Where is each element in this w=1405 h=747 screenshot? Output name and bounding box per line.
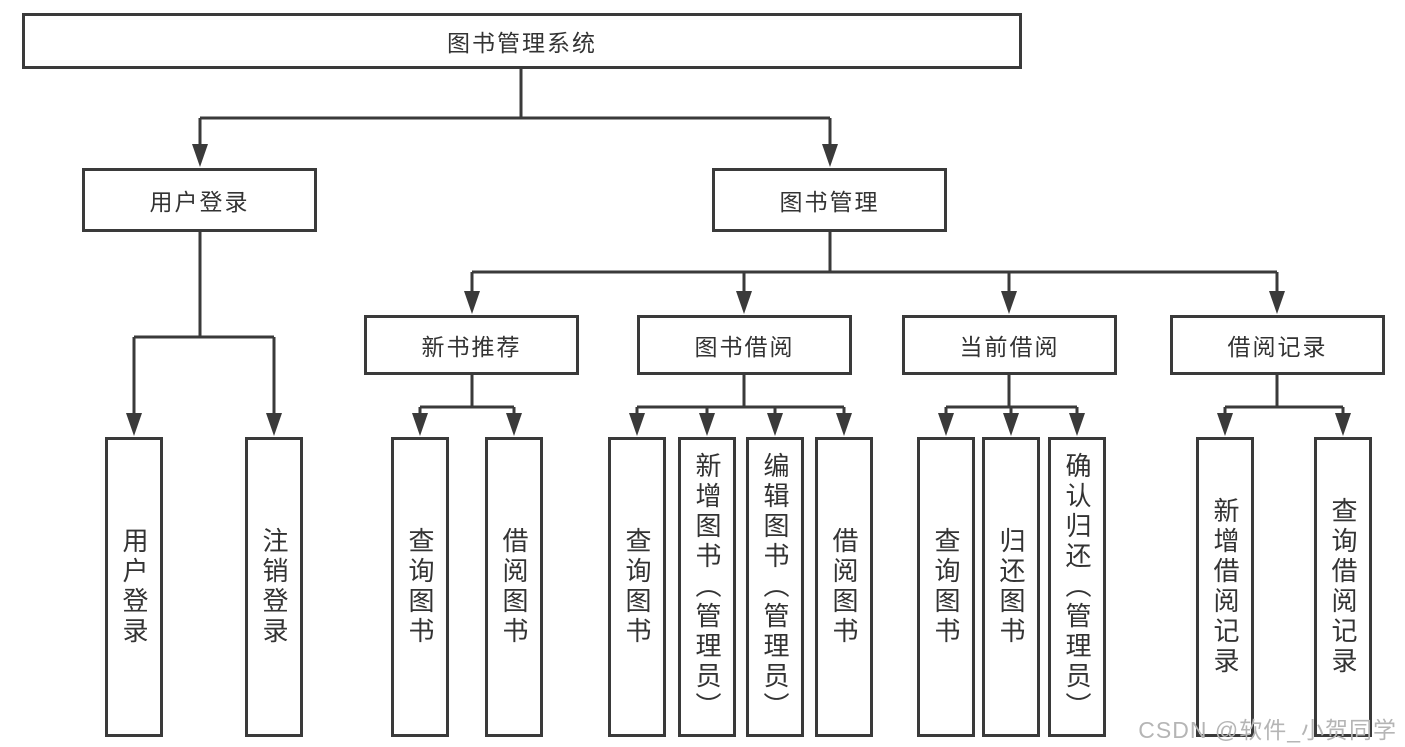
- arrowhead-icon: [412, 413, 428, 436]
- leaf-confirm-return-admin: 确认归还（管理员）: [1048, 437, 1106, 737]
- arrowhead-icon: [1335, 413, 1351, 436]
- leaf-edit-books-admin: 编辑图书（管理员）: [746, 437, 804, 737]
- node-label: 当前借阅: [959, 334, 1060, 360]
- node-label: 查询图书: [931, 527, 961, 647]
- arrowhead-icon: [1001, 291, 1017, 314]
- leaf-query-books-current: 查询图书: [917, 437, 975, 737]
- arrowhead-icon: [1069, 413, 1085, 436]
- node-label: 查询借阅记录: [1328, 497, 1358, 677]
- arrowhead-icon: [822, 144, 838, 167]
- node-label: 借阅记录: [1227, 334, 1328, 360]
- arrowhead-icon: [938, 413, 954, 436]
- arrowhead-icon: [506, 413, 522, 436]
- node-label: 新书推荐: [421, 334, 522, 360]
- arrowhead-icon: [464, 291, 480, 314]
- arrowhead-icon: [836, 413, 852, 436]
- node-label: 查询图书: [622, 527, 652, 647]
- arrowhead-icon: [1217, 413, 1233, 436]
- leaf-add-books-admin: 新增图书（管理员）: [678, 437, 736, 737]
- node-label: 借阅图书: [499, 527, 529, 647]
- connector-new-book-recommendation-children: [412, 375, 522, 436]
- node-current-borrowing: 当前借阅: [902, 315, 1117, 375]
- leaf-borrow-books-recommend: 借阅图书: [485, 437, 543, 737]
- arrowhead-icon: [767, 413, 783, 436]
- connector-book-management-children: [464, 232, 1285, 314]
- node-label: 新增图书（管理员）: [692, 452, 722, 722]
- arrowhead-icon: [192, 144, 208, 167]
- node-label: 确认归还（管理员）: [1062, 452, 1092, 722]
- node-book-management: 图书管理: [712, 168, 947, 232]
- connector-root-to-level2: [192, 68, 838, 167]
- node-label: 新增借阅记录: [1210, 497, 1240, 677]
- node-book-borrowing: 图书借阅: [637, 315, 852, 375]
- connector-book-borrowing-children: [629, 375, 852, 436]
- leaf-query-books-borrowing: 查询图书: [608, 437, 666, 737]
- leaf-borrow-books-borrowing: 借阅图书: [815, 437, 873, 737]
- arrowhead-icon: [126, 413, 142, 436]
- leaf-logout: 注销登录: [245, 437, 303, 737]
- arrowhead-icon: [1003, 413, 1019, 436]
- arrowhead-icon: [266, 413, 282, 436]
- node-label: 编辑图书（管理员）: [760, 452, 790, 722]
- leaf-return-books: 归还图书: [982, 437, 1040, 737]
- connector-borrowing-records-children: [1217, 375, 1351, 436]
- node-label: 查询图书: [405, 527, 435, 647]
- node-label: 用户登录: [149, 189, 250, 215]
- node-label: 注销登录: [259, 527, 289, 647]
- node-borrowing-records: 借阅记录: [1170, 315, 1385, 375]
- node-user-login: 用户登录: [82, 168, 317, 232]
- leaf-query-books-recommend: 查询图书: [391, 437, 449, 737]
- leaf-user-login: 用户登录: [105, 437, 163, 737]
- arrowhead-icon: [736, 291, 752, 314]
- node-root: 图书管理系统: [22, 13, 1022, 69]
- node-label: 图书借阅: [694, 334, 795, 360]
- arrowhead-icon: [1269, 291, 1285, 314]
- arrowhead-icon: [699, 413, 715, 436]
- node-label: 图书管理系统: [447, 30, 597, 56]
- node-label: 借阅图书: [829, 527, 859, 647]
- node-label: 归还图书: [996, 527, 1026, 647]
- node-new-book-recommendation: 新书推荐: [364, 315, 579, 375]
- leaf-add-borrow-record: 新增借阅记录: [1196, 437, 1254, 737]
- arrowhead-icon: [629, 413, 645, 436]
- node-label: 用户登录: [119, 527, 149, 647]
- connector-current-borrowing-children: [938, 375, 1085, 436]
- connector-user-login-children: [126, 232, 282, 436]
- leaf-query-borrow-record: 查询借阅记录: [1314, 437, 1372, 737]
- node-label: 图书管理: [779, 189, 880, 215]
